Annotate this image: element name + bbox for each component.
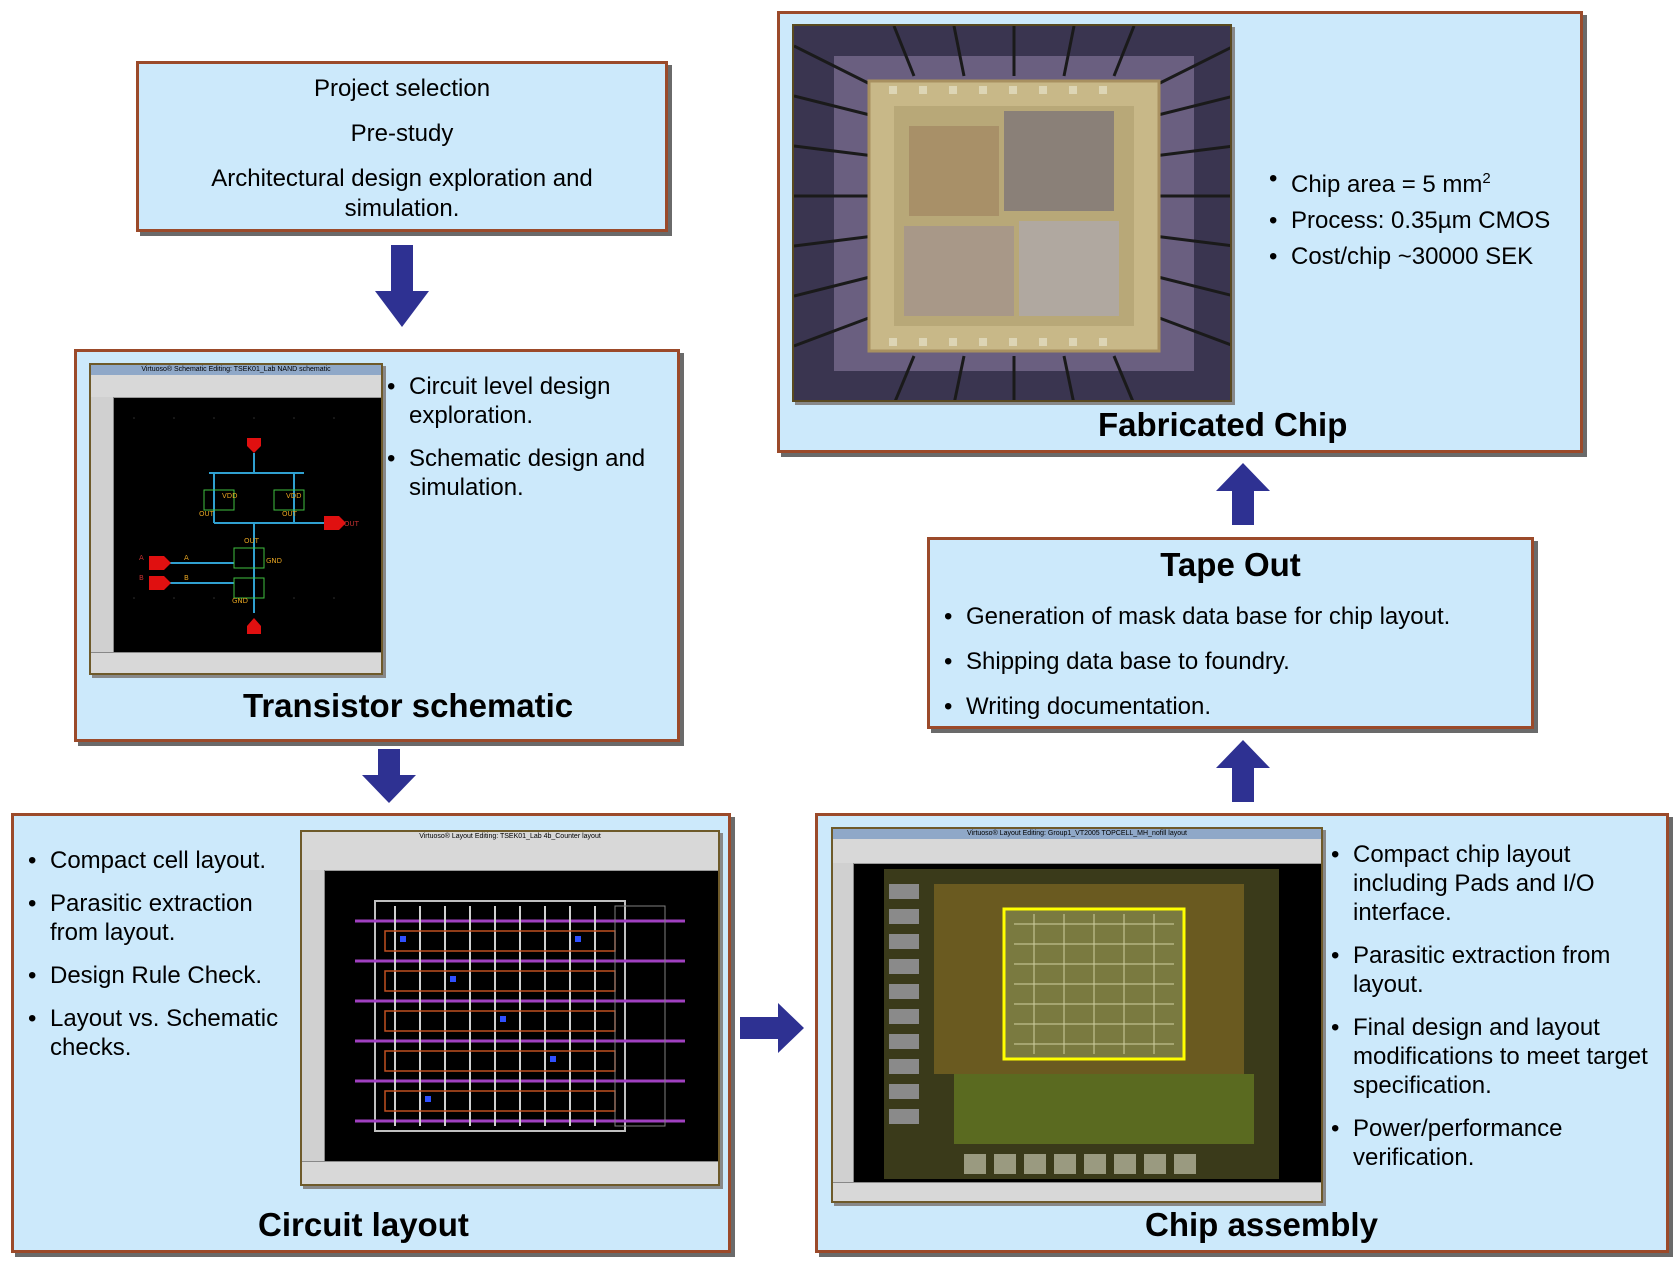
layout-canvas <box>325 871 718 1164</box>
svg-text:OUT: OUT <box>199 510 215 518</box>
svg-text:A: A <box>139 554 144 562</box>
layout-window-title: Virtuoso® Layout Editing: TSEK01_Lab 4b_… <box>302 832 718 842</box>
svg-text:GND: GND <box>232 597 248 605</box>
cost-bullet: Cost/chip ~30000 SEK <box>1269 242 1579 271</box>
schematic-bullets: Circuit level design exploration. Schema… <box>387 372 667 502</box>
down-arrow-icon <box>362 749 416 803</box>
chip-photo <box>792 24 1232 402</box>
svg-text:VDD: VDD <box>222 492 238 500</box>
transistor-schematic-title: Transistor schematic <box>243 687 574 724</box>
chip-assembly-screenshot: Virtuoso® Layout Editing: Group1_VT2005 … <box>831 827 1323 1203</box>
chip-die-image <box>794 26 1230 400</box>
layout-bullet: Design Rule Check. <box>28 961 288 990</box>
tape-out-box: Tape Out Generation of mask data base fo… <box>927 537 1534 729</box>
assembly-bullet: Parasitic extraction from layout. <box>1331 941 1661 999</box>
schematic-editor-screenshot: Virtuoso® Schematic Editing: TSEK01_Lab … <box>89 363 383 675</box>
svg-text:VDD: VDD <box>286 492 302 500</box>
layout-editor-screenshot: Virtuoso® Layout Editing: TSEK01_Lab 4b_… <box>300 830 720 1186</box>
chip-area-bullet: Chip area = 5 mm2 <box>1269 164 1579 199</box>
layout-bullet: Layout vs. Schematic checks. <box>28 1004 288 1062</box>
svg-text:OUT: OUT <box>282 510 298 518</box>
schematic-bullet: Circuit level design exploration. <box>387 372 667 430</box>
chip-assembly-box: Virtuoso® Layout Editing: Group1_VT2005 … <box>815 813 1669 1253</box>
pre-study-text: Pre-study <box>350 120 454 147</box>
svg-text:B: B <box>139 574 144 582</box>
schematic-window-title: Virtuoso® Schematic Editing: TSEK01_Lab … <box>91 365 381 375</box>
assembly-window-title: Virtuoso® Layout Editing: Group1_VT2005 … <box>833 829 1321 839</box>
project-selection-text: Project selection <box>313 75 491 102</box>
schematic-canvas: VDD VDD OUT OUT OUT GND GND A B OUT A B <box>114 398 381 656</box>
architecture-exploration-text: Architectural design exploration and sim… <box>211 165 593 222</box>
layout-bullets: Compact cell layout. Parasitic extractio… <box>28 846 288 1062</box>
layout-bullet: Parasitic extraction from layout. <box>28 889 288 947</box>
process-bullet: Process: 0.35µm CMOS <box>1269 206 1579 235</box>
chip-area-superscript: 2 <box>1482 170 1491 187</box>
circuit-layout-title: Circuit layout <box>258 1206 469 1243</box>
circuit-layout-box: Compact cell layout. Parasitic extractio… <box>11 813 731 1253</box>
tapeout-bullets: Generation of mask data base for chip la… <box>944 602 1524 721</box>
up-arrow-icon <box>1216 463 1270 525</box>
assembly-bullet: Power/performance verification. <box>1331 1114 1661 1172</box>
assembly-bullet: Final design and layout modifications to… <box>1331 1013 1661 1100</box>
tapeout-bullet: Generation of mask data base for chip la… <box>944 602 1524 631</box>
layout-bullet: Compact cell layout. <box>28 846 288 875</box>
tape-out-title: Tape Out <box>1160 546 1301 583</box>
fabricated-chip-title: Fabricated Chip <box>1098 406 1348 443</box>
svg-text:OUT: OUT <box>344 520 360 528</box>
svg-text:A: A <box>184 554 189 562</box>
down-arrow-icon <box>375 245 429 327</box>
svg-text:GND: GND <box>266 557 282 565</box>
svg-text:B: B <box>184 574 189 582</box>
right-arrow-icon <box>740 1003 804 1053</box>
assembly-bullets: Compact chip layout including Pads and I… <box>1331 840 1661 1172</box>
chip-assembly-title: Chip assembly <box>1145 1206 1378 1243</box>
chip-assembly-canvas <box>854 864 1321 1187</box>
project-selection-box: Project selection Pre-study Architectura… <box>136 61 668 232</box>
tapeout-bullet: Shipping data base to foundry. <box>944 647 1524 676</box>
up-arrow-icon <box>1216 740 1270 802</box>
schematic-bullet: Schematic design and simulation. <box>387 444 667 502</box>
fabricated-bullets: Chip area = 5 mm2 Process: 0.35µm CMOS C… <box>1269 164 1579 271</box>
chip-area-text: Chip area = 5 mm <box>1291 171 1483 198</box>
fabricated-chip-box: Chip area = 5 mm2 Process: 0.35µm CMOS C… <box>777 11 1583 453</box>
assembly-bullet: Compact chip layout including Pads and I… <box>1331 840 1661 927</box>
tapeout-bullet: Writing documentation. <box>944 692 1524 721</box>
svg-text:OUT: OUT <box>244 537 260 545</box>
transistor-schematic-box: Virtuoso® Schematic Editing: TSEK01_Lab … <box>74 349 680 742</box>
